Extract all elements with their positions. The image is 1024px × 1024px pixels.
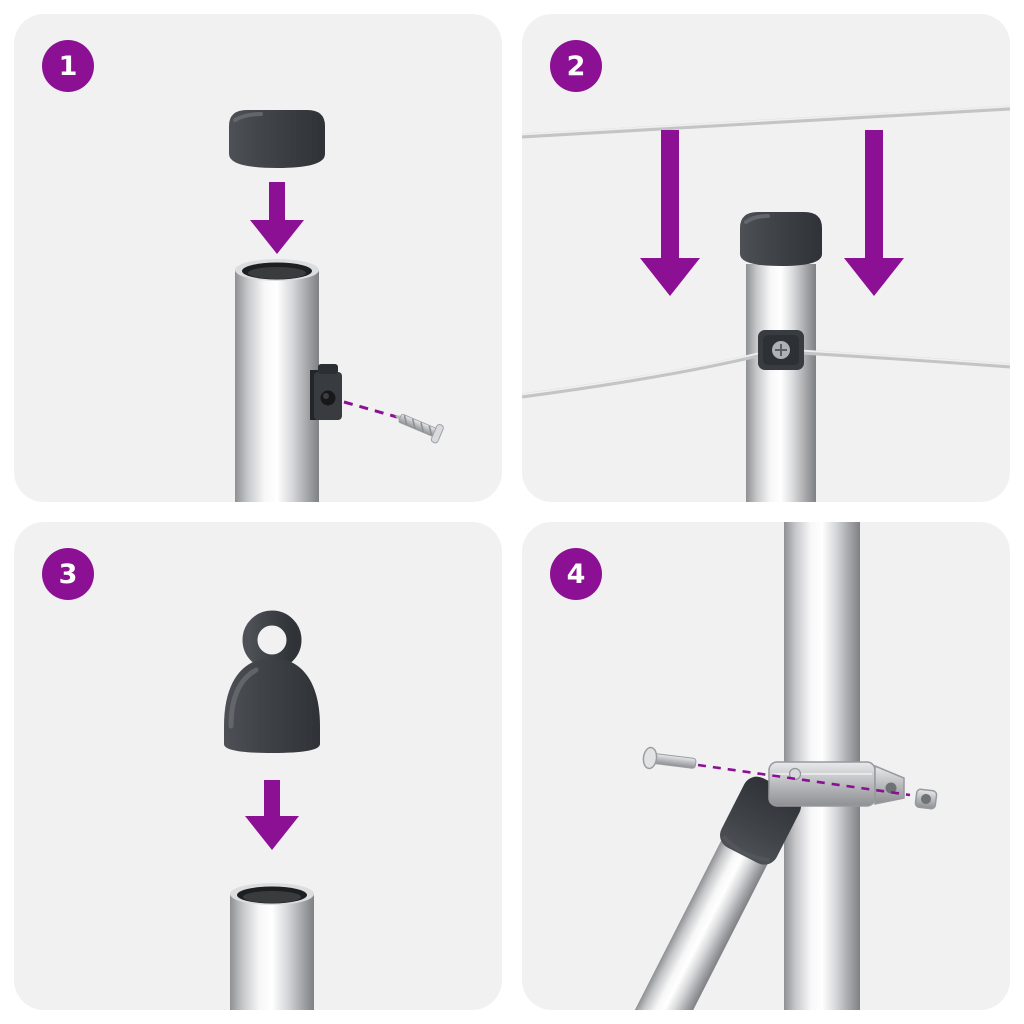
step-badge-3: 3 (42, 548, 94, 600)
dashed-guide-line (697, 763, 911, 797)
step-number: 2 (566, 50, 586, 82)
illustration-step-2 (522, 105, 1010, 502)
down-arrow-icon (844, 130, 904, 296)
illustration-step-3 (224, 610, 320, 1010)
lower-wire (522, 349, 1010, 399)
diagonal-brace (633, 776, 802, 1010)
illustration-step-4 (633, 522, 938, 1010)
step-panel-4: 4 (522, 522, 1010, 1010)
step-badge-1: 1 (42, 40, 94, 92)
open-tube (230, 883, 314, 1010)
post-tube (235, 259, 319, 502)
down-arrow-icon (640, 130, 700, 296)
screw (394, 413, 444, 444)
step-panel-1: 1 (14, 14, 502, 502)
wire-clamp (758, 330, 804, 370)
step-badge-4: 4 (550, 548, 602, 600)
step-badge-2: 2 (550, 40, 602, 92)
bolt (642, 746, 697, 770)
step-number: 3 (58, 558, 78, 590)
eyelet-cap (224, 610, 320, 753)
step-panel-3: 3 (14, 522, 502, 1010)
step-number: 1 (58, 50, 78, 82)
nut (914, 788, 938, 810)
illustration-step-1 (229, 110, 444, 502)
step-panel-2: 2 (522, 14, 1010, 502)
post-cap (229, 110, 325, 168)
post-with-cap (740, 212, 822, 502)
down-arrow-icon (245, 780, 299, 850)
upper-wire (522, 105, 1010, 139)
step-number: 4 (566, 558, 586, 590)
screw-bracket (310, 364, 342, 420)
brace-clamp (768, 761, 905, 807)
down-arrow-icon (250, 182, 304, 254)
dashed-guide-line (343, 400, 398, 419)
